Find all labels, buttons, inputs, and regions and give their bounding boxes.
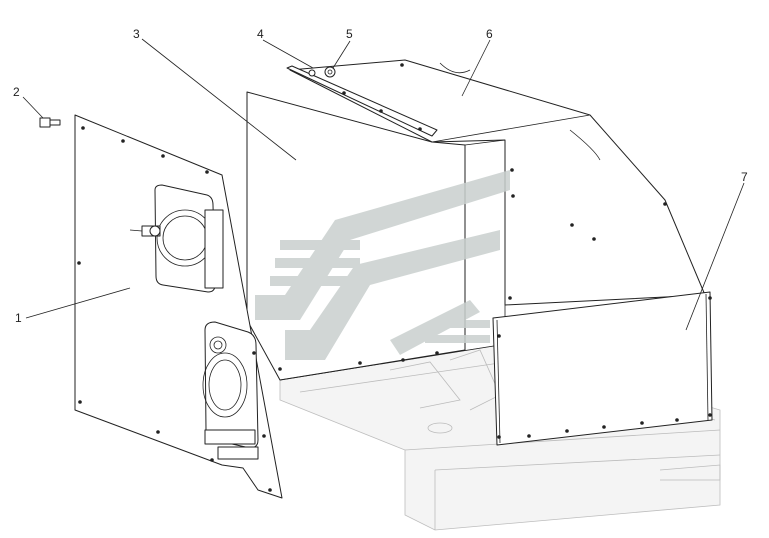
callout-7: 7 [741,170,748,184]
mounting-holes [77,63,712,492]
mounting-strip [286,65,438,137]
leader-lines [22,38,745,331]
callout-labels: 1 2 3 4 5 6 7 [13,27,748,325]
callout-2: 2 [13,85,20,99]
watermark-logo [255,170,510,360]
callout-1: 1 [15,311,22,325]
door-panel [74,114,283,499]
callout-6: 6 [486,27,493,41]
callout-5: 5 [346,27,353,41]
callout-4: 4 [257,27,264,41]
nut-fastener [308,66,336,78]
bolt [39,117,61,128]
front-plate [492,291,713,446]
callout-3: 3 [133,27,140,41]
